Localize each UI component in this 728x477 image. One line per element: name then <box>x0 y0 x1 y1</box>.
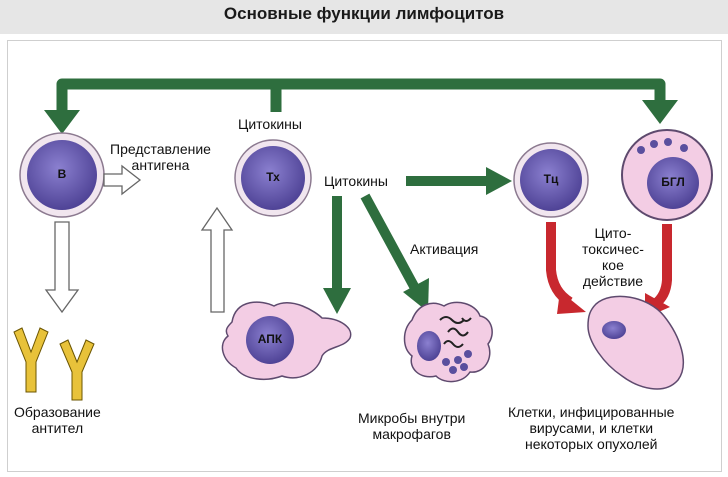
apc-cell-label: АПК <box>257 332 283 346</box>
cytokines-mid-label: Цитокины <box>324 173 388 189</box>
cytotoxic-label: Цито- токсичес- кое действие <box>582 225 644 289</box>
cytokines-to-apc-arrow <box>323 196 351 314</box>
apc-cell <box>221 301 352 381</box>
ngl-cell-label: БГЛ <box>661 175 685 189</box>
antibody-arrow <box>44 221 80 314</box>
activation-label: Активация <box>410 241 479 257</box>
activation-arrow <box>360 193 429 312</box>
infected-cell <box>587 295 685 390</box>
th-cell-label: Тх <box>266 170 280 184</box>
th-lymphocyte <box>234 139 312 217</box>
presentation-arrow <box>103 164 142 196</box>
cytokines-top-label: Цитокины <box>238 116 302 132</box>
apc-presentation-arrow <box>200 206 234 313</box>
b-lymphocyte <box>19 132 105 218</box>
diagram-title: Основные функции лимфоцитов <box>223 4 505 23</box>
b-cell-label: В <box>57 167 67 181</box>
diagram-panel <box>7 40 722 472</box>
tc-cell-label: Тц <box>543 172 559 186</box>
microbes-label: Микробы внутри макрофагов <box>358 410 466 442</box>
antigen-presentation-label: Представление антигена <box>110 141 211 173</box>
title-bar <box>0 0 728 34</box>
antibodies-label: Образование антител <box>14 404 101 436</box>
cytokine-loop-arrow <box>44 78 678 134</box>
macrophage-cell <box>403 301 493 383</box>
antibody-icon <box>13 327 95 401</box>
cytotoxic-arrow-tc <box>546 222 586 314</box>
ngl-lymphocyte <box>621 129 713 221</box>
cytokines-to-tc-arrow <box>406 167 512 195</box>
infected-cells-label: Клетки, инфицированные вирусами, и клетк… <box>508 404 675 452</box>
tc-lymphocyte <box>513 142 589 218</box>
